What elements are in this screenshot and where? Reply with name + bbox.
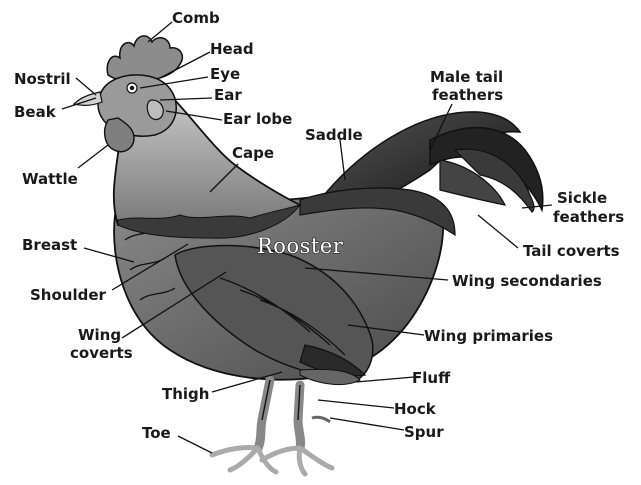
label-hock: Hock bbox=[394, 400, 437, 418]
label-wattle: Wattle bbox=[22, 170, 78, 188]
leader-toe bbox=[178, 436, 212, 453]
label-wing-primaries: Wing primaries bbox=[424, 327, 553, 345]
label-eye: Eye bbox=[210, 65, 240, 83]
label-beak: Beak bbox=[14, 103, 57, 121]
leader-spur bbox=[330, 418, 404, 430]
label-spur: Spur bbox=[404, 423, 444, 441]
label-ear: Ear bbox=[214, 86, 242, 104]
label-saddle: Saddle bbox=[305, 126, 363, 144]
label-sickle-feathers-1: Sickle bbox=[557, 189, 607, 207]
label-wing-secondaries: Wing secondaries bbox=[452, 272, 602, 290]
label-ear-lobe: Ear lobe bbox=[223, 110, 292, 128]
label-nostril: Nostril bbox=[14, 70, 71, 88]
label-fluff: Fluff bbox=[412, 369, 451, 387]
label-comb: Comb bbox=[172, 9, 220, 27]
leader-hock bbox=[318, 400, 394, 408]
leader-nostril bbox=[76, 78, 96, 95]
label-wing-coverts-1: Wing bbox=[78, 326, 121, 344]
label-toe: Toe bbox=[142, 424, 171, 442]
label-sickle-feathers-2: feathers bbox=[553, 208, 624, 226]
label-shoulder: Shoulder bbox=[30, 286, 107, 304]
diagram-title: Rooster bbox=[257, 234, 344, 258]
leader-wattle bbox=[78, 145, 108, 168]
label-wing-coverts-2: coverts bbox=[70, 344, 133, 362]
leader-tail-coverts bbox=[478, 215, 518, 248]
leader-fluff bbox=[356, 377, 414, 382]
label-thigh: Thigh bbox=[162, 385, 209, 403]
label-breast: Breast bbox=[22, 236, 77, 254]
label-head: Head bbox=[210, 40, 254, 58]
rooster-legs bbox=[212, 380, 332, 474]
label-tail-coverts: Tail coverts bbox=[523, 242, 620, 260]
label-male-tail-feathers-2: feathers bbox=[432, 86, 503, 104]
label-male-tail-feathers-1: Male tail bbox=[430, 68, 503, 86]
label-cape: Cape bbox=[232, 144, 274, 162]
